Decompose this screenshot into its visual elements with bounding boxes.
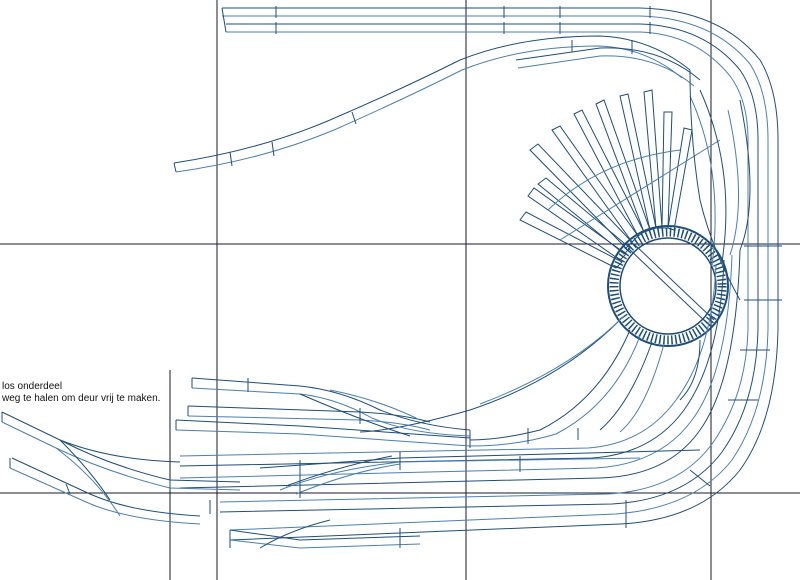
stall bbox=[573, 109, 645, 237]
top-track-1-rail bbox=[222, 15, 769, 245]
loop-tie bbox=[689, 469, 711, 487]
branch-end bbox=[173, 162, 177, 173]
top-track-end bbox=[221, 7, 227, 33]
yard-crossover bbox=[259, 519, 331, 549]
turntable-bridge bbox=[627, 247, 709, 325]
yard-track bbox=[279, 457, 641, 491]
branch-tie bbox=[351, 111, 357, 125]
lead-track bbox=[679, 339, 701, 401]
loop-track-2 bbox=[229, 245, 769, 531]
loop-track-13 bbox=[689, 69, 741, 301]
yard-turnout bbox=[299, 393, 411, 437]
removable-track bbox=[9, 467, 201, 525]
yard-turnout bbox=[329, 389, 421, 421]
lead-track bbox=[479, 315, 625, 405]
stall bbox=[667, 127, 693, 231]
branch-track-outer bbox=[173, 35, 691, 164]
top-track-2-rail bbox=[226, 31, 749, 245]
loop-track-10 bbox=[727, 109, 740, 256]
note-line-2: weg te halen om deur vrij te maken. bbox=[2, 393, 161, 404]
branch-line bbox=[173, 35, 701, 173]
removable-section-note: los onderdeel weg te halen om deur vrij … bbox=[2, 381, 160, 405]
yard-track bbox=[229, 539, 421, 549]
loop-track-12 bbox=[689, 95, 716, 267]
yard-crossover bbox=[285, 455, 393, 487]
track-joints bbox=[65, 378, 579, 548]
yard-crossover bbox=[295, 463, 401, 495]
lead-track bbox=[359, 319, 621, 433]
lead-track bbox=[619, 343, 665, 433]
loop-track-8 bbox=[179, 264, 717, 457]
loop-track-6 bbox=[179, 254, 733, 479]
top-straight-tracks bbox=[221, 6, 779, 245]
branch-tie bbox=[229, 151, 233, 167]
turntable-bridge-rail bbox=[633, 243, 715, 321]
removable-track bbox=[1, 421, 241, 491]
yard-track bbox=[191, 377, 471, 431]
stall-wall bbox=[559, 139, 721, 241]
removable-section bbox=[1, 411, 241, 525]
loop-track-11 bbox=[699, 89, 727, 263]
loop-track-9 bbox=[739, 99, 751, 251]
stall bbox=[519, 211, 623, 269]
loop-track-5 bbox=[179, 249, 741, 489]
yard-track bbox=[175, 419, 471, 439]
removable-turnout bbox=[59, 439, 111, 501]
joint-mark bbox=[65, 483, 71, 495]
loop-track-4 bbox=[219, 245, 749, 503]
stall-arc bbox=[547, 149, 681, 211]
removable-track bbox=[59, 439, 181, 463]
loop-track-3 bbox=[219, 245, 759, 513]
yard-track bbox=[229, 529, 421, 541]
stall bbox=[551, 125, 639, 243]
removable-track bbox=[11, 457, 201, 517]
upper-spur-rail bbox=[517, 55, 695, 87]
top-track-1 bbox=[222, 7, 779, 245]
yard-track bbox=[175, 429, 471, 447]
loop-track-7 bbox=[179, 259, 725, 467]
removable-turnout bbox=[55, 447, 121, 517]
lead-track bbox=[599, 341, 653, 431]
branch-tie bbox=[271, 141, 275, 157]
note-line-1: los onderdeel bbox=[2, 381, 63, 392]
branch-track-inner bbox=[175, 45, 683, 173]
removable-track bbox=[1, 411, 241, 483]
turntable-leads bbox=[359, 315, 701, 447]
yard-track bbox=[191, 387, 471, 437]
stall bbox=[643, 89, 663, 229]
turntable-outer-ring bbox=[607, 225, 729, 347]
lead-track bbox=[469, 335, 641, 447]
return-loop bbox=[179, 69, 782, 541]
stall bbox=[537, 177, 631, 255]
turntable-inner-ring bbox=[619, 237, 717, 335]
staging-yard bbox=[175, 377, 701, 549]
lead-track bbox=[469, 329, 631, 441]
loop-track-1 bbox=[229, 245, 779, 541]
top-track-2 bbox=[226, 23, 759, 245]
roundhouse-stalls bbox=[519, 89, 721, 269]
